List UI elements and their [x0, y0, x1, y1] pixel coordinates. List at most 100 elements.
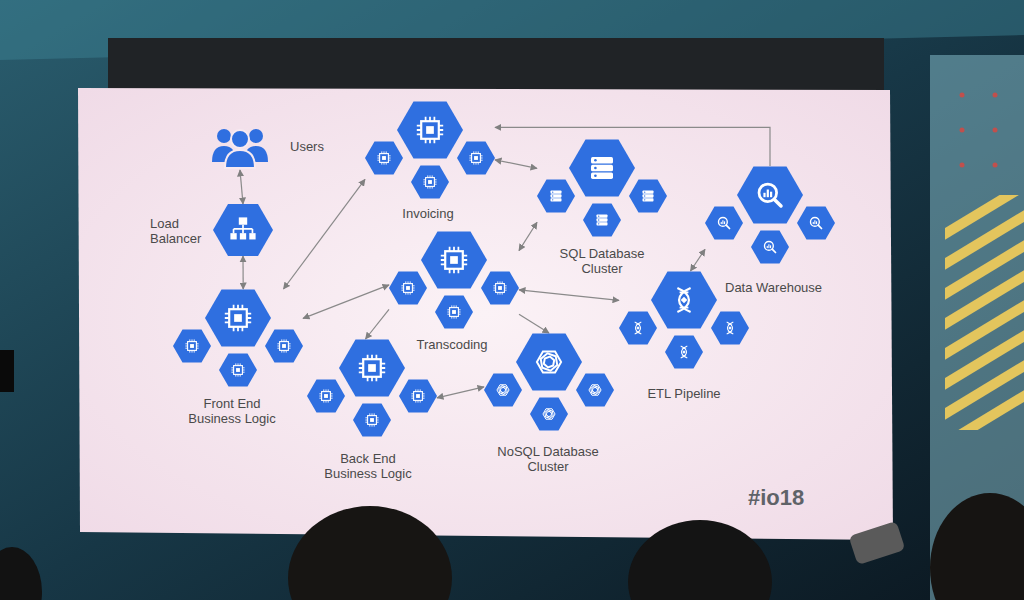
hexagon — [537, 180, 575, 213]
hexagon — [421, 231, 487, 288]
nested-hex — [589, 385, 601, 395]
icon-dw — [811, 218, 822, 229]
chip-pins — [469, 151, 482, 164]
hexagon — [219, 354, 257, 387]
icon-chip — [417, 117, 443, 143]
connector — [437, 387, 484, 398]
db-light — [594, 174, 597, 177]
stripe — [945, 300, 1024, 360]
hexagon — [737, 166, 803, 223]
handle — [772, 249, 775, 252]
nested-hex — [545, 410, 552, 417]
rungs — [728, 324, 732, 332]
nested-hex — [543, 409, 555, 419]
dot — [960, 163, 965, 168]
db-disk — [591, 157, 613, 164]
node-shape — [173, 289, 303, 387]
chip-core — [406, 286, 410, 290]
hexagon — [265, 330, 303, 363]
icon-nosql — [537, 352, 561, 373]
db-light — [594, 167, 597, 170]
stripe — [945, 240, 1024, 300]
hexagon — [705, 207, 743, 240]
connector — [495, 160, 537, 169]
hexagon — [629, 180, 667, 213]
icon-chip — [277, 339, 290, 352]
node-label: Users — [290, 139, 350, 154]
db-light — [594, 159, 597, 162]
db-light — [552, 199, 553, 200]
hexagon — [399, 380, 437, 413]
hexagon — [619, 312, 657, 345]
db-disk — [551, 194, 562, 197]
db-disk — [597, 218, 608, 221]
chip-body — [421, 121, 439, 139]
hexagon — [530, 398, 568, 431]
node-label: Front End Business Logic — [180, 396, 284, 426]
db-disk — [551, 191, 562, 194]
lb-leaf — [240, 233, 246, 239]
nested-hex — [537, 352, 561, 373]
db-light — [644, 191, 645, 192]
person-head — [249, 129, 263, 143]
connector — [284, 179, 366, 289]
core — [681, 297, 688, 304]
icon-etl — [677, 288, 690, 312]
db-disk — [643, 198, 654, 201]
chip-core — [452, 310, 456, 314]
chip-body — [496, 284, 505, 293]
person-body — [225, 150, 255, 168]
chip-body — [234, 366, 243, 375]
core — [682, 350, 685, 353]
hexagon — [569, 139, 635, 196]
chip-core — [324, 394, 328, 398]
hexagon — [797, 207, 835, 240]
dot — [960, 128, 965, 133]
connector — [303, 285, 389, 319]
person-head — [231, 130, 249, 148]
icon-etl — [635, 322, 642, 334]
hexagon — [389, 272, 427, 305]
icon-lb — [230, 217, 255, 239]
hexagon — [576, 374, 614, 407]
hexagon — [365, 142, 403, 175]
chip-body — [368, 416, 377, 425]
chip-core — [234, 314, 242, 322]
chip-pins — [401, 281, 414, 294]
stripe — [945, 210, 1024, 270]
chip-pins — [493, 281, 506, 294]
db-light — [552, 195, 553, 196]
nested-hex — [591, 386, 598, 393]
hexagon — [711, 312, 749, 345]
icon-nosql — [589, 385, 601, 395]
core — [636, 326, 639, 329]
speaker-box — [0, 350, 14, 392]
nested-hex — [538, 352, 560, 372]
connector — [519, 222, 537, 250]
rungs — [682, 348, 686, 356]
watermark: #io18 — [748, 485, 804, 511]
bar — [770, 245, 771, 248]
node-shape — [537, 139, 667, 237]
chip-pins — [319, 389, 332, 402]
chip-core — [428, 180, 432, 184]
chip-pins — [185, 339, 198, 352]
icon-db — [591, 157, 613, 179]
db-light — [598, 219, 599, 220]
chip-body — [322, 392, 331, 401]
icon-dw — [759, 184, 781, 206]
db-disk — [597, 222, 608, 225]
hexagon — [435, 296, 473, 329]
slide-screen — [78, 88, 893, 540]
chip-core — [474, 156, 478, 160]
chip-pins — [411, 389, 424, 402]
bar — [721, 222, 722, 224]
node-label: Back End Business Logic — [316, 451, 420, 481]
handle — [774, 199, 781, 206]
icon-chip — [231, 363, 244, 376]
panel-dots — [960, 93, 998, 168]
service-node: Back End Business Logic — [307, 339, 437, 437]
node-shape — [208, 122, 272, 170]
icon-dw — [719, 218, 730, 229]
icon-chip — [401, 281, 414, 294]
